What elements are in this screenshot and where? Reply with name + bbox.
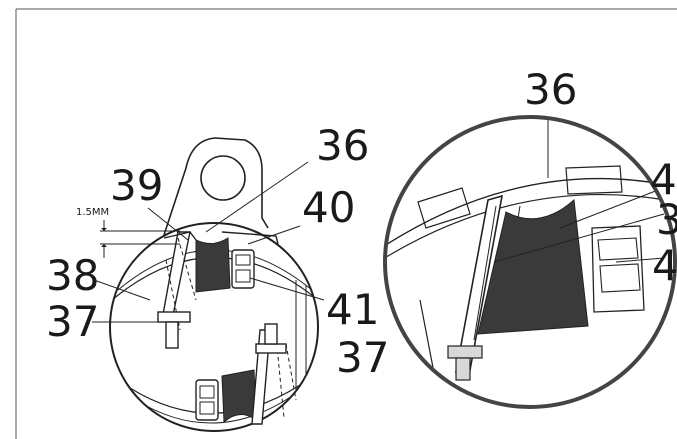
label-37-upper: 37: [46, 297, 99, 346]
label-4-bottom: 4: [652, 241, 677, 290]
dimension-label: 1.5MM: [76, 207, 109, 218]
label-36-detail: 36: [524, 65, 577, 114]
label-4-top: 4: [650, 155, 677, 204]
label-39: 39: [110, 161, 163, 210]
upper-screw: [157, 311, 191, 349]
label-38: 38: [46, 251, 99, 300]
leader-lines: [92, 161, 325, 323]
lower-roller: [221, 369, 257, 424]
lower-screw: [255, 323, 287, 354]
label-41: 41: [326, 285, 379, 334]
label-40: 40: [302, 183, 355, 232]
left-assembly: [92, 137, 325, 432]
label-37-lower: 37: [336, 333, 389, 382]
label-36-left: 36: [316, 121, 369, 170]
detail-circle-outline: [383, 115, 677, 409]
detail-screw: [447, 345, 483, 381]
page-border: [15, 8, 677, 439]
callout-labels: 36 39 40 38 37 41 37 1.5MM 36 4 3 4: [46, 65, 677, 382]
detail-view: [383, 115, 677, 409]
upper-roller: [195, 237, 231, 293]
bracket-hole: [200, 155, 246, 201]
detail-roller: [477, 198, 589, 335]
dimension-marker: [100, 220, 180, 258]
label-3: 3: [656, 195, 677, 244]
